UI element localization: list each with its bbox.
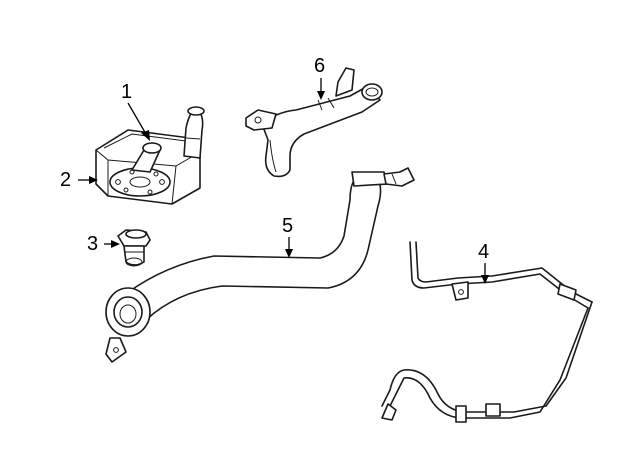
callout-1-label: 1 bbox=[121, 81, 132, 103]
fitting-connector bbox=[117, 229, 151, 267]
callout-6-label: 6 bbox=[314, 55, 325, 77]
oil-cooler bbox=[95, 106, 205, 205]
coolant-tube-long bbox=[381, 241, 593, 423]
callout-2-label: 2 bbox=[60, 169, 71, 191]
callout-4-arrowhead bbox=[481, 275, 489, 284]
callout-5-label: 5 bbox=[282, 215, 293, 237]
callout-6-arrowhead bbox=[317, 91, 325, 100]
callout-4-label: 4 bbox=[478, 241, 489, 263]
callout-2-arrowhead bbox=[89, 176, 98, 184]
callout-1-leader bbox=[127, 102, 147, 135]
callout-3-arrowhead bbox=[111, 240, 120, 248]
coolant-tube-upper bbox=[245, 67, 383, 178]
callout-1-arrowhead bbox=[141, 130, 150, 141]
callout-5-arrowhead bbox=[285, 249, 293, 258]
callout-3-label: 3 bbox=[87, 233, 98, 255]
coolant-hose-lower bbox=[105, 167, 415, 363]
